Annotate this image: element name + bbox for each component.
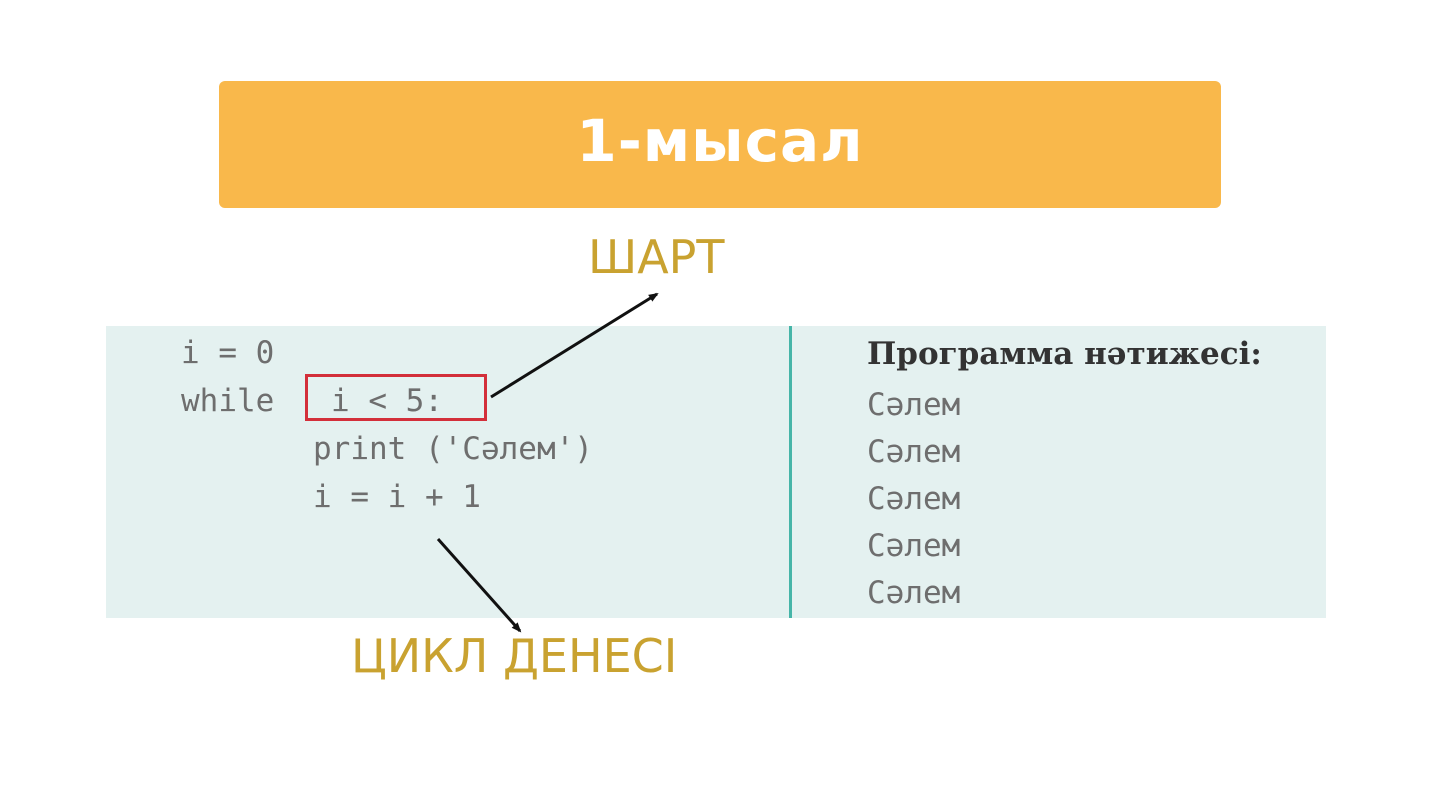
output-line: Сәлем — [867, 528, 961, 564]
slide-title: 1-мысал — [576, 106, 864, 175]
code-line-while: while — [181, 383, 275, 419]
panel-divider — [789, 326, 792, 618]
loop-body-label: ЦИКЛ ДЕНЕСІ — [351, 629, 678, 683]
output-line: Сәлем — [867, 575, 961, 611]
code-line-init: i = 0 — [181, 335, 275, 371]
output-line: Сәлем — [867, 481, 961, 517]
output-line: Сәлем — [867, 434, 961, 470]
condition-label: ШАРТ — [588, 230, 725, 284]
title-bar: 1-мысал — [219, 81, 1221, 208]
output-title: Программа нәтижесі: — [867, 336, 1262, 372]
code-condition: i < 5: — [331, 383, 443, 419]
code-line-print: print ('Сәлем') — [313, 431, 593, 467]
condition-highlight-box — [305, 374, 487, 421]
code-line-increment: i = i + 1 — [313, 479, 481, 515]
output-line: Сәлем — [867, 387, 961, 423]
